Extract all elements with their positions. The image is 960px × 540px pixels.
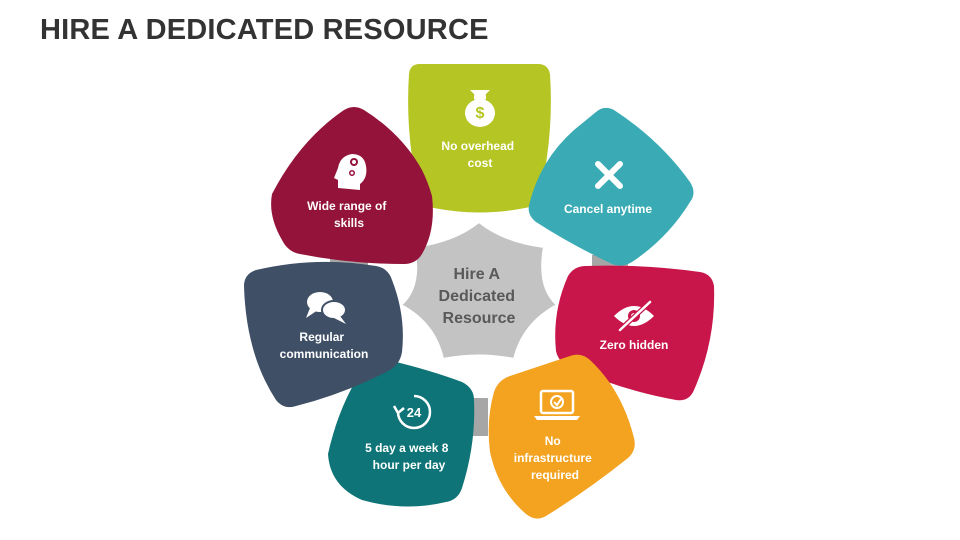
- petal-shape: [528, 107, 694, 266]
- svg-text:5 day a week 8 hour per: 5 day a week 8 hour per day: [365, 439, 453, 472]
- svg-text:No infrastructure: No infrastructure required: [514, 432, 596, 482]
- petal-wide-range-of-skills: Wide range of skills: [271, 107, 433, 264]
- petal-shape: [408, 64, 551, 213]
- connector-bar: [470, 398, 488, 436]
- clock-24-icon: 24: [392, 394, 432, 430]
- petal-label-line: cost: [468, 156, 493, 170]
- money-bag-icon: $: [465, 90, 495, 127]
- petal-label-line: 5 day a week 8: [365, 441, 449, 455]
- petal-label-line: infrastructure: [514, 451, 592, 465]
- petal-label-line: Wide range of: [307, 199, 387, 213]
- petal-label-line: required: [531, 468, 579, 482]
- petal-shape: [488, 354, 635, 519]
- svg-text:No overhead cost: No overhead cost: [441, 137, 518, 170]
- petal-label-line: Cancel anytime: [564, 202, 652, 216]
- petal-regular-communication: Regular communication: [244, 261, 403, 408]
- laptop-check-icon: [534, 389, 580, 420]
- svg-text:Regular communication: Regular communication: [280, 328, 369, 361]
- svg-text:Wide range of skills: Wide range of skills: [307, 197, 391, 230]
- petal-label-line: skills: [334, 216, 364, 230]
- petal-no-overhead-cost: $ No overhead cost: [408, 64, 551, 213]
- page-title: HIRE A DEDICATED RESOURCE: [40, 14, 489, 46]
- center-label-line: Resource: [443, 310, 516, 327]
- petal-cancel-anytime: Cancel anytime: [528, 107, 694, 266]
- center-hub-label: Hire A Dedicated Resource: [439, 266, 520, 327]
- petal-shape: [244, 261, 403, 408]
- eye-slash-icon: [614, 300, 654, 332]
- petal-label-line: Zero hidden: [600, 338, 669, 352]
- petal-5-day-a-week: 24 5 day a week 8 hour per day: [328, 358, 475, 507]
- head-gears-icon: [334, 154, 367, 190]
- svg-text:$: $: [476, 105, 485, 122]
- center-label-line: Hire A: [454, 266, 501, 283]
- petal-label-line: communication: [280, 347, 369, 361]
- center-label-line: Dedicated: [439, 288, 515, 305]
- petal-label-line: No overhead: [441, 139, 514, 153]
- petal-shape: [328, 358, 475, 507]
- petal-label-line: No: [545, 434, 561, 448]
- svg-text:24: 24: [407, 405, 422, 420]
- svg-text:Cancel anytime: Cancel anytime: [564, 202, 652, 216]
- petal-label-line: Regular: [299, 330, 344, 344]
- petal-no-infrastructure: No infrastructure required: [488, 354, 635, 519]
- svg-text:Zero hidden: Zero hidden: [600, 338, 669, 352]
- petal-label-line: hour per day: [373, 458, 446, 472]
- close-x-icon: [595, 161, 623, 189]
- chat-bubbles-icon: [306, 292, 347, 324]
